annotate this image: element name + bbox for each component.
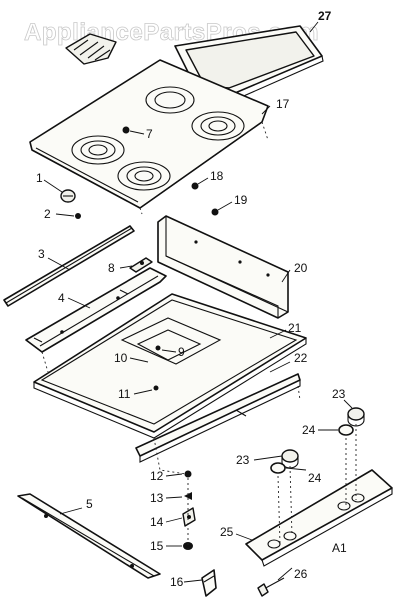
label-23-left: 23 [236,453,250,467]
surface-burner [145,86,195,114]
part-13-clip [184,492,192,500]
label-15: 15 [150,539,164,553]
label-12: 12 [150,469,164,483]
part-16-bracket [201,569,217,597]
label-13: 13 [150,491,164,505]
side-channel [25,267,167,353]
surface-burner [191,111,245,141]
label-20: 20 [294,261,308,275]
alignment-lines [41,121,357,550]
label-1: 1 [36,171,43,185]
part-14-valve [182,507,196,527]
label-8: 8 [108,261,115,275]
front-bracket [135,373,301,463]
rear-frame [157,215,289,319]
part-26-screw [257,577,285,597]
label-18: 18 [210,169,224,183]
part-18-screw [191,182,199,190]
label-3: 3 [38,247,45,261]
part-2-screw [75,213,81,219]
side-trim-rail [3,225,135,307]
label-24-left: 24 [308,471,322,485]
part-12-nut [184,470,192,478]
label-4: 4 [58,291,65,305]
part-8-bracket [129,257,153,273]
glass-cooktop-frame [174,25,324,103]
control-panel: A1 [245,469,393,567]
label-17: 17 [276,97,290,111]
surface-burner [71,135,125,165]
label-9: 9 [178,345,185,359]
burner-box [33,293,307,439]
bottom-trim [17,493,161,579]
knob-24-left [270,462,286,474]
leader-lines [43,21,353,583]
surface-burner [117,161,171,191]
label-11: 11 [118,387,131,401]
label-5: 5 [86,497,93,511]
label-10: 10 [114,351,128,365]
part-7-screw [122,126,130,134]
element-burner [65,33,117,65]
panel-mark: A1 [332,541,347,555]
part-1-knob [60,189,76,203]
label-25: 25 [220,525,234,539]
label-27: 27 [318,9,332,23]
label-2: 2 [44,207,51,221]
label-21: 21 [288,321,302,335]
label-23-right: 23 [332,387,346,401]
part-15-spring [183,542,193,550]
knob-23-right [347,407,365,427]
knob-24-right [338,424,354,436]
label-26: 26 [294,567,308,581]
label-16: 16 [170,575,184,589]
part-number-labels: 27 17 7 1 2 18 19 3 8 20 4 21 9 10 22 11… [36,9,346,589]
label-24-right: 24 [302,423,316,437]
part-19-screw [211,208,219,216]
label-7: 7 [146,127,153,141]
label-14: 14 [150,515,164,529]
label-22: 22 [294,351,308,365]
label-19: 19 [234,193,248,207]
